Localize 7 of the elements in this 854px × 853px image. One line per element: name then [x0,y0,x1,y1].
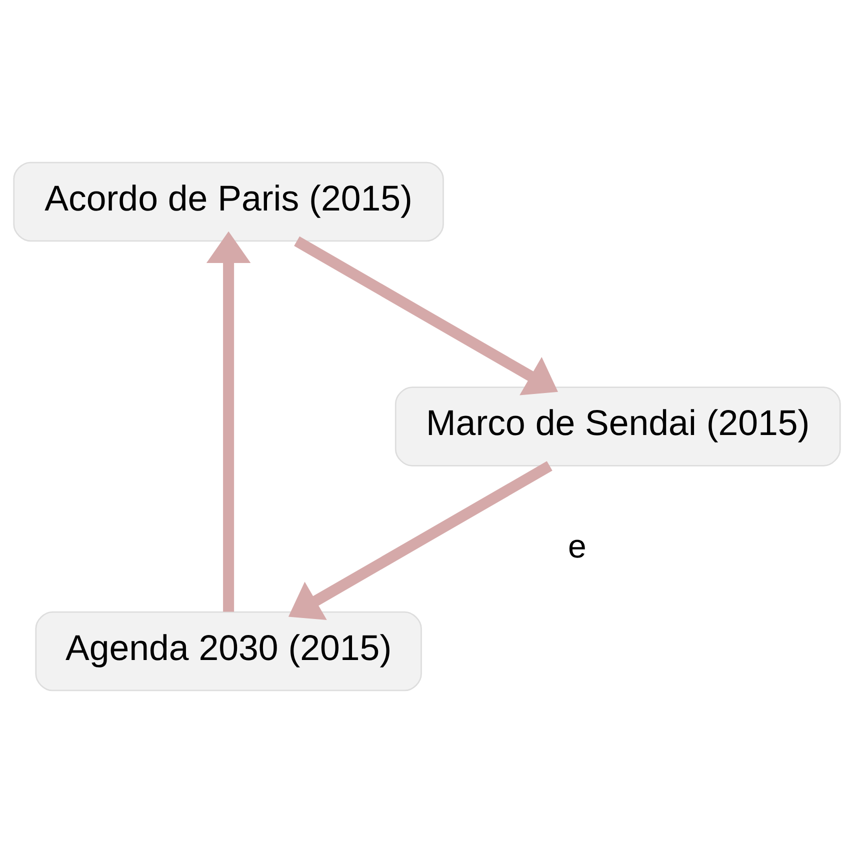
node-box: Agenda 2030 (2015) [35,611,422,692]
arrow [288,461,552,620]
label: e [568,528,586,565]
arrow [206,231,251,612]
node-box: Acordo de Paris (2015) [13,162,444,242]
node-box: Marco de Sendai (2015) [394,386,841,466]
arrow [294,236,558,396]
